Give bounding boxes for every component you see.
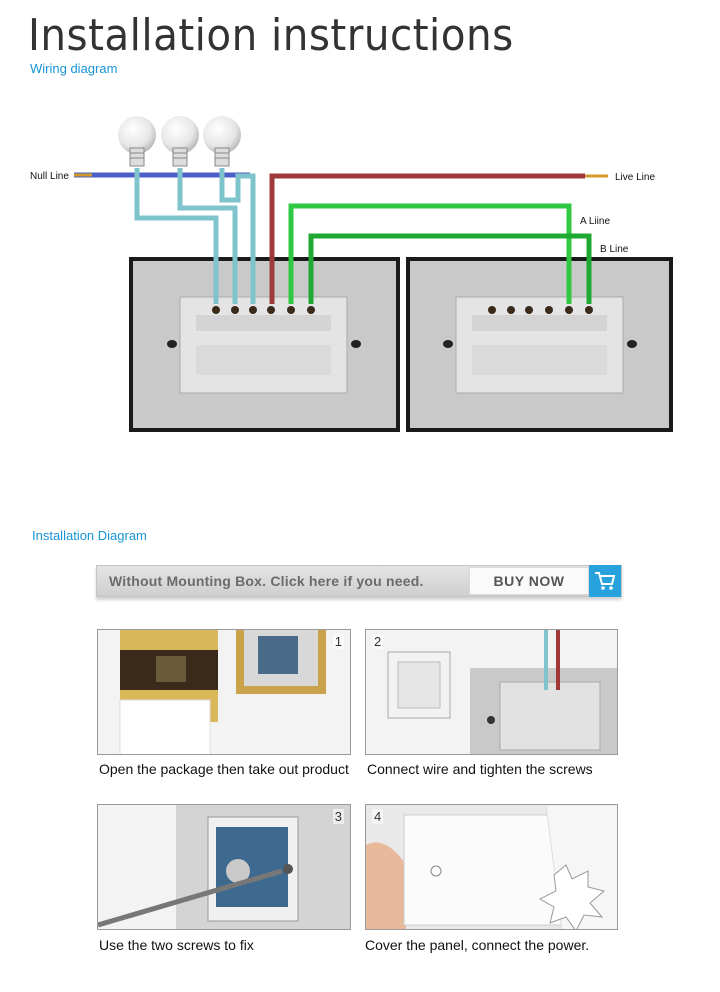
mounting-box-banner[interactable]: Without Mounting Box. Click here if you … (96, 565, 622, 597)
step-1-image: 1 (97, 629, 351, 755)
left-switch-back (129, 257, 400, 432)
page-title: Installation instructions (28, 10, 514, 61)
cart-icon[interactable] (589, 565, 621, 597)
step-number: 4 (372, 809, 384, 824)
buy-now-button[interactable]: BUY NOW (469, 567, 589, 595)
a-line-label: A Liine (580, 216, 610, 227)
right-switch-back (406, 257, 673, 432)
b-line-wire (308, 233, 592, 304)
step-2-image: 2 (365, 629, 618, 755)
live-line-wire (269, 173, 585, 304)
live-line-label: Live Line (615, 172, 655, 183)
step-4-caption: Cover the panel, connect the power. (365, 937, 590, 953)
lamp-wires (134, 168, 256, 304)
bulb-icon (118, 116, 156, 167)
banner-text[interactable]: Without Mounting Box. Click here if you … (109, 573, 424, 589)
wiring-diagram-subtitle: Wiring diagram (30, 61, 118, 76)
null-line-label: Null Line (30, 171, 69, 182)
step-4-image: 4 (365, 804, 618, 930)
step-number: 2 (372, 634, 384, 649)
step-3-caption: Use the two screws to fix (99, 937, 254, 953)
bulb-icon (161, 116, 199, 167)
bulb-icon (203, 116, 241, 167)
step-3-image: 3 (97, 804, 351, 930)
step-1-caption: Open the package then take out product (99, 761, 349, 777)
installation-diagram-subtitle: Installation Diagram (32, 528, 147, 543)
step-number: 3 (332, 809, 344, 824)
step-2-caption: Connect wire and tighten the screws (367, 761, 593, 777)
b-line-label: B Line (600, 244, 629, 255)
step-number: 1 (332, 634, 344, 649)
a-line-wire (288, 203, 572, 304)
wiring-diagram: Null Line Live Line A Liine B Line (30, 116, 673, 432)
